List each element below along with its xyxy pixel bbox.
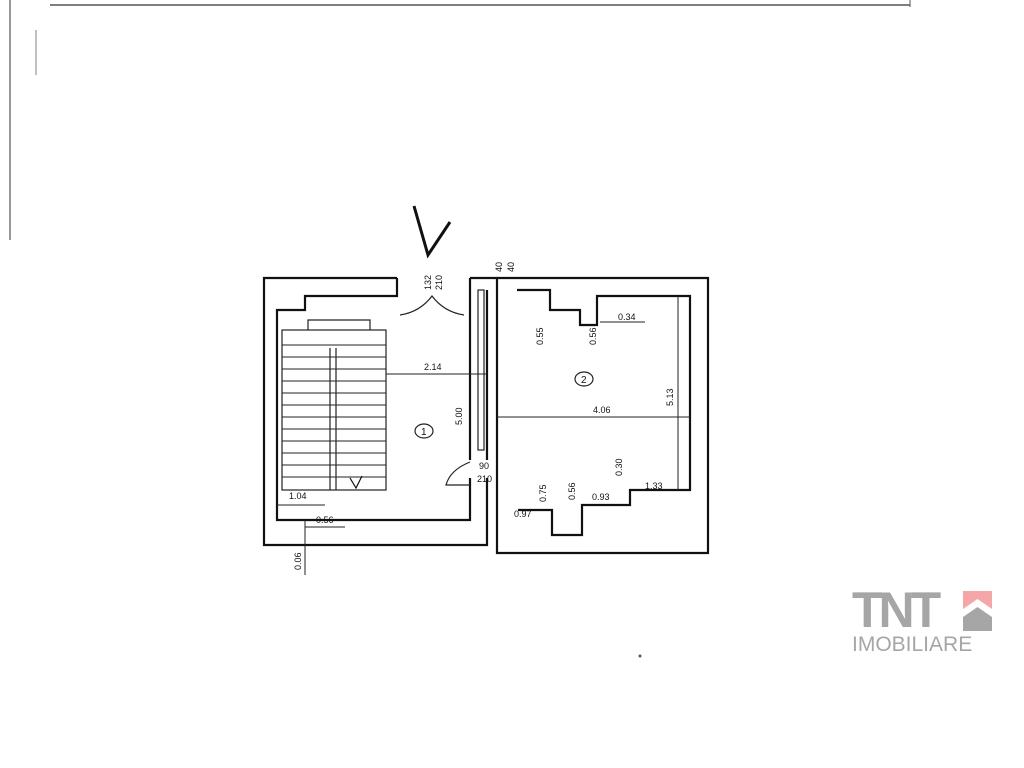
wall-room-2-inner xyxy=(517,288,692,537)
stair-well xyxy=(307,319,371,490)
wall-room-1-inner xyxy=(275,278,472,522)
dim-label: 0.93 xyxy=(592,492,610,502)
dim-label: 0.34 xyxy=(618,312,636,322)
dim-label: 0.55 xyxy=(535,327,545,345)
logo-subtitle: IMOBILIARE xyxy=(852,633,973,656)
dim-label: 0.06 xyxy=(293,552,303,570)
dim-label: 0.75 xyxy=(538,484,548,502)
dim-label: 210 xyxy=(477,474,492,484)
dim-label: 210 xyxy=(434,275,444,290)
stair-direction-icon xyxy=(349,475,363,490)
dim-label: 1.33 xyxy=(645,481,663,491)
dim-label: 2.14 xyxy=(424,362,442,372)
dim-label: 4.06 xyxy=(593,405,611,415)
partition-core xyxy=(477,289,485,451)
dim-label: 5.00 xyxy=(454,407,464,425)
room-marker xyxy=(574,371,594,387)
stair-treads xyxy=(282,344,386,478)
dim-label: 40 xyxy=(506,262,516,272)
dim-label: 0.56 xyxy=(588,327,598,345)
north-arrow-icon xyxy=(412,205,452,259)
dim-label: 0.97 xyxy=(514,509,532,519)
dim-label: 0.56 xyxy=(567,482,577,500)
dim-label: 40 xyxy=(494,262,504,272)
dimension-lines xyxy=(277,296,690,575)
scan-speck xyxy=(638,654,642,658)
tnt-watermark-logo: TNT IMOBILIARE xyxy=(852,582,994,656)
house-logo-icon xyxy=(963,591,992,631)
dim-label: 1.04 xyxy=(289,491,307,501)
main-door-swing xyxy=(399,295,465,316)
dim-label: 0.30 xyxy=(614,458,624,476)
wall-room-2 xyxy=(495,276,710,555)
dim-label: 5.13 xyxy=(665,388,675,406)
room-number: 1 xyxy=(421,427,427,438)
dim-label: 132 xyxy=(423,275,433,290)
logo-brand: TNT xyxy=(852,582,941,638)
room-number: 2 xyxy=(581,375,587,386)
wall-room-1 xyxy=(262,276,489,547)
inner-door-swing xyxy=(445,461,471,486)
room-marker xyxy=(414,423,434,439)
dim-label: 90 xyxy=(479,461,489,471)
stairs xyxy=(281,329,387,491)
dim-label: 0.56 xyxy=(316,515,334,525)
